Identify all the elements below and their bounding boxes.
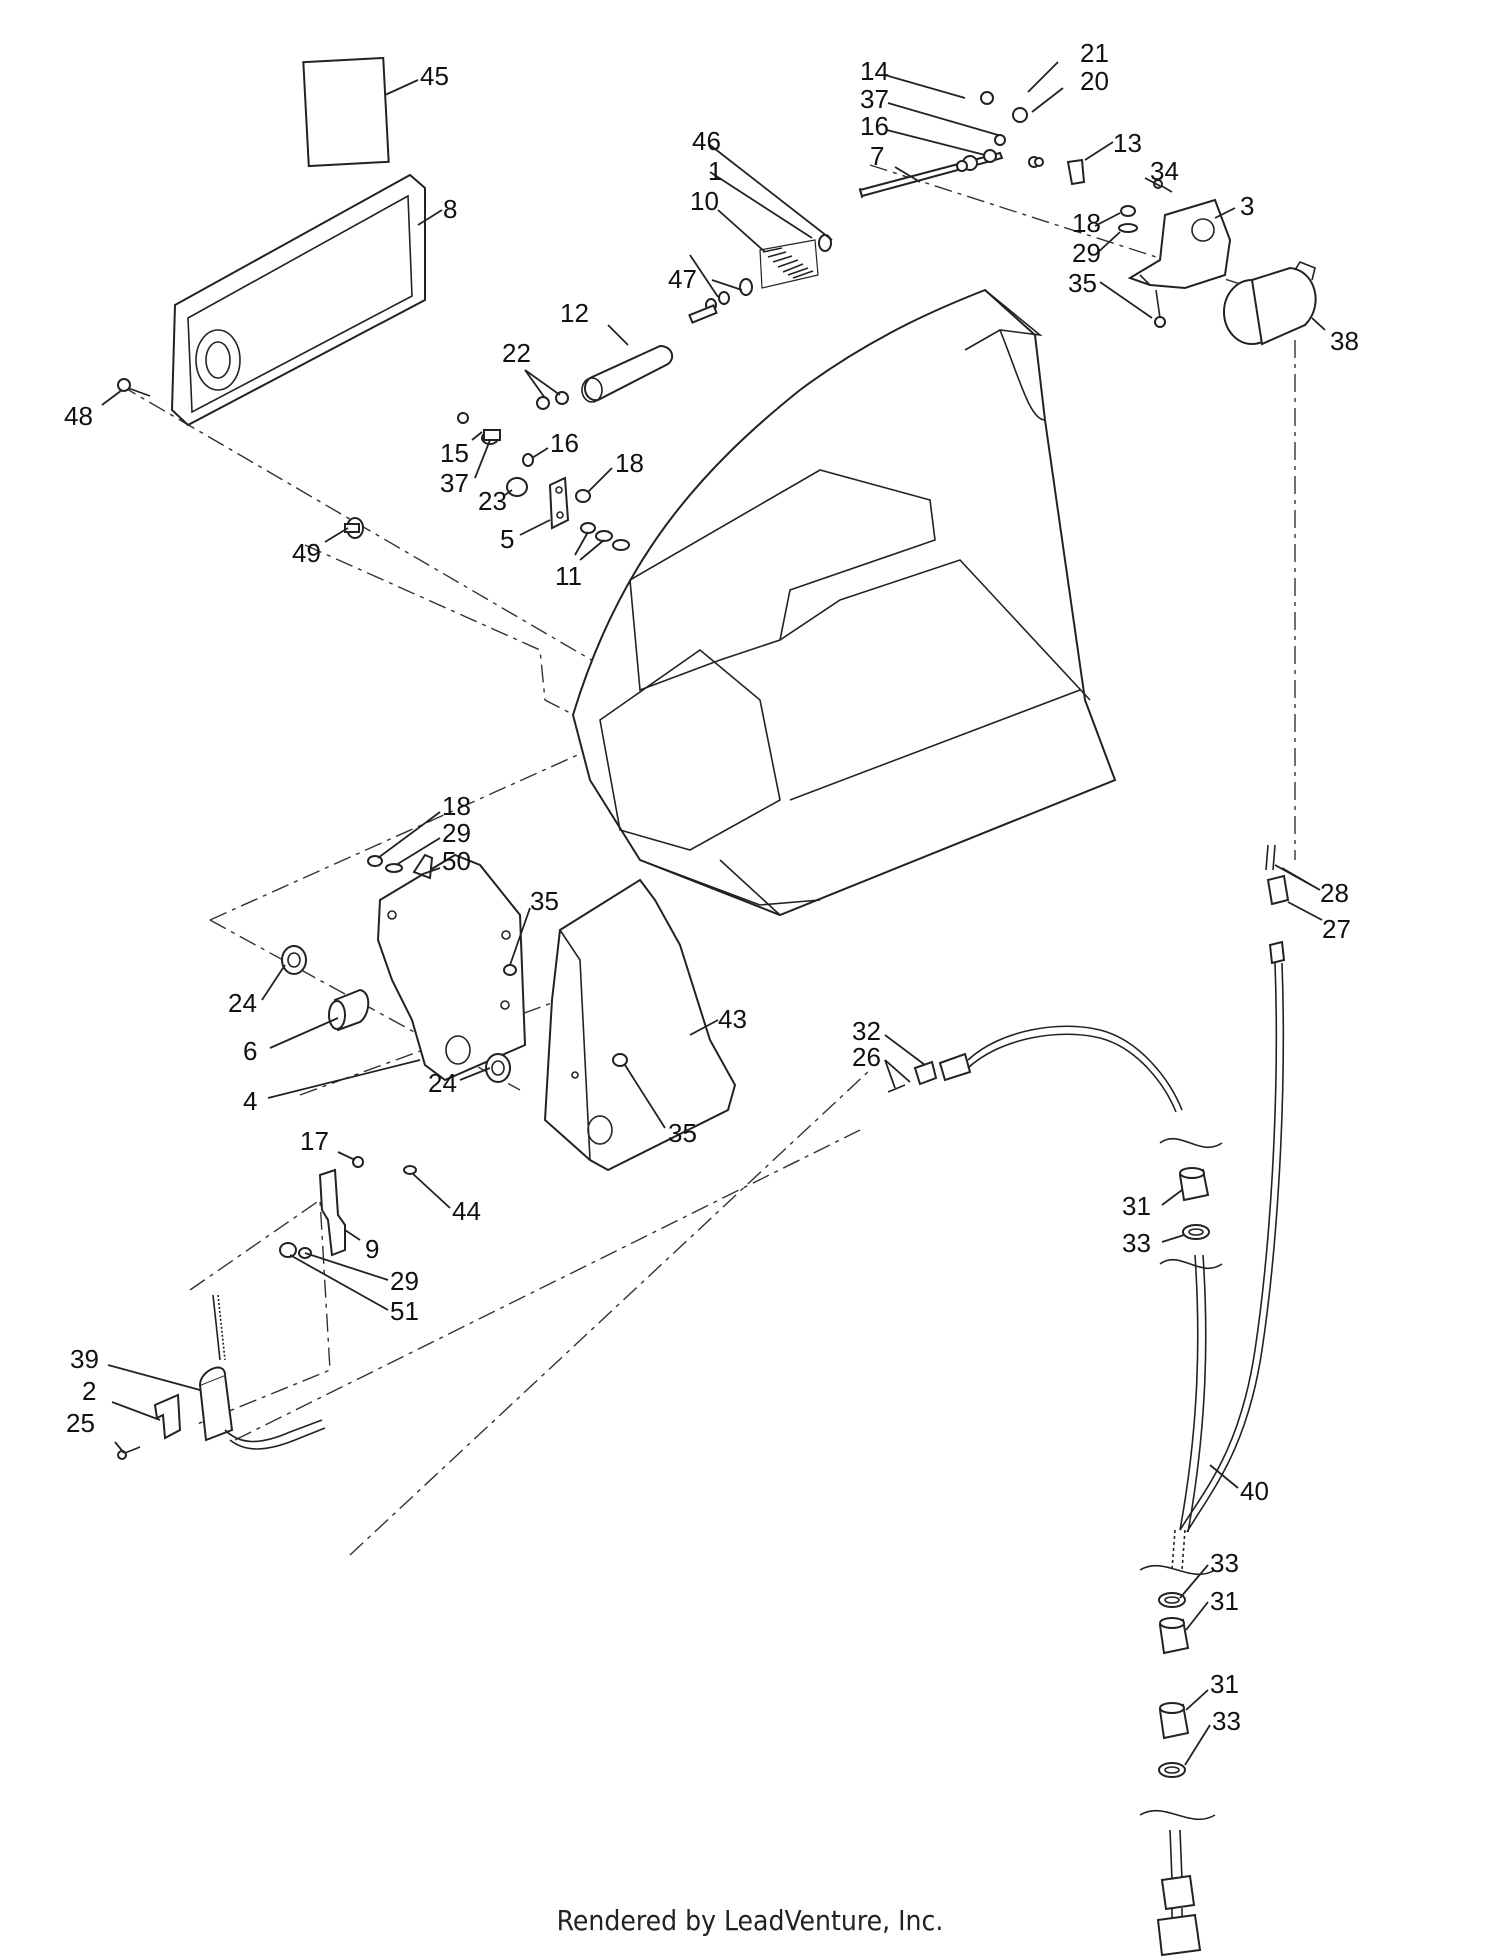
- callout-label: 32: [852, 1016, 881, 1046]
- callout-label: 18: [442, 791, 471, 821]
- seat-pan-assembly: [571, 288, 1117, 917]
- bearing-24-upper: [281, 945, 307, 975]
- harness-40: [1171, 962, 1285, 1571]
- callout-label: 31: [1122, 1191, 1151, 1221]
- callout-label: 33: [1210, 1548, 1239, 1578]
- callout-label: 3: [1240, 191, 1254, 221]
- decal-45: [302, 56, 390, 168]
- callout-label: 5: [500, 524, 514, 554]
- callout-label: 35: [668, 1118, 697, 1148]
- callout-label: 40: [1240, 1476, 1269, 1506]
- break-lines: [1139, 1137, 1223, 1821]
- callout-label: 16: [860, 111, 889, 141]
- callout-label: 33: [1122, 1228, 1151, 1258]
- bracket-plate-4: [376, 853, 527, 1082]
- callout-label: 35: [1068, 268, 1097, 298]
- callout-label: 24: [428, 1068, 457, 1098]
- callout-label: 1: [708, 156, 722, 186]
- callout-label: 44: [452, 1196, 481, 1226]
- callout-label: 25: [66, 1408, 95, 1438]
- callout-label: 9: [365, 1234, 379, 1264]
- callout-label: 31: [1210, 1669, 1239, 1699]
- callout-label: 12: [560, 298, 589, 328]
- callout-label: 20: [1080, 66, 1109, 96]
- bracket-9: [318, 1168, 346, 1257]
- callout-label: 21: [1080, 38, 1109, 68]
- switch-39: [198, 1294, 326, 1450]
- connector-32-26: [887, 1025, 1183, 1113]
- callout-label: 27: [1322, 914, 1351, 944]
- hardware-17-44-29-51: [279, 1156, 417, 1259]
- hardware-18-29-50-35: [367, 853, 517, 976]
- linkage-mid: [457, 412, 630, 551]
- callout-label: 2: [82, 1376, 96, 1406]
- bearing-24-lower: [485, 1053, 511, 1083]
- cover-43: [543, 878, 737, 1172]
- motor-38: [1223, 261, 1317, 346]
- screw-35-cover: [612, 1053, 628, 1067]
- callout-label: 35: [530, 886, 559, 916]
- callout-label: 31: [1210, 1586, 1239, 1616]
- footer-credit: Rendered by LeadVenture, Inc.: [556, 1904, 944, 1937]
- callout-label: 15: [440, 438, 469, 468]
- callout-label: 7: [870, 141, 884, 171]
- callout-label: 18: [1072, 208, 1101, 238]
- callout-label: 48: [64, 401, 93, 431]
- callout-label: 38: [1330, 326, 1359, 356]
- grommet-31-33-upper: [1178, 1167, 1210, 1240]
- bushing-6: [328, 988, 370, 1032]
- callout-label: 47: [668, 264, 697, 294]
- bracket-2: [153, 1393, 182, 1440]
- access-panel-8: [170, 173, 426, 427]
- callout-label: 50: [442, 846, 471, 876]
- callout-label: 22: [502, 338, 531, 368]
- callout-label: 29: [1072, 238, 1101, 268]
- callout-label: 39: [70, 1344, 99, 1374]
- grommet-31-33-lower: [1158, 1702, 1190, 1778]
- callout-label: 17: [300, 1126, 329, 1156]
- callout-label: 14: [860, 56, 889, 86]
- callout-label: 37: [440, 468, 469, 498]
- callout-label: 28: [1320, 878, 1349, 908]
- callout-label: 24: [228, 988, 257, 1018]
- callout-label: 10: [690, 186, 719, 216]
- callout-label: 29: [390, 1266, 419, 1296]
- callout-label: 23: [478, 486, 507, 516]
- callout-label: 49: [292, 538, 321, 568]
- callout-label: 29: [442, 818, 471, 848]
- callout-label: 13: [1113, 128, 1142, 158]
- grommet-33-31-mid: [1158, 1592, 1190, 1655]
- callout-label: 26: [852, 1042, 881, 1072]
- leader-lines: [101, 61, 1326, 1766]
- callout-label: 43: [718, 1004, 747, 1034]
- hardware-18-29-35-34: [1118, 179, 1173, 328]
- screw-48: [117, 378, 151, 397]
- callout-label: 45: [420, 61, 449, 91]
- linkage-upper: [536, 91, 1086, 410]
- callout-label: 6: [243, 1036, 257, 1066]
- callout-label: 37: [860, 84, 889, 114]
- callout-label: 46: [692, 126, 721, 156]
- callouts: 45 8 48 49 14 21 37 20 16 13 7 46 1 10 3…: [64, 38, 1359, 1736]
- callout-label: 11: [555, 561, 582, 591]
- callout-label: 51: [390, 1296, 419, 1326]
- connector-28-27: [1265, 844, 1290, 965]
- callout-label: 8: [443, 194, 457, 224]
- callout-label: 18: [615, 448, 644, 478]
- callout-label: 33: [1212, 1706, 1241, 1736]
- callout-label: 34: [1150, 156, 1179, 186]
- harness-end-connector: [1156, 1829, 1202, 1957]
- callout-label: 4: [243, 1086, 257, 1116]
- bracket-3: [1127, 198, 1232, 290]
- callout-label: 16: [550, 428, 579, 458]
